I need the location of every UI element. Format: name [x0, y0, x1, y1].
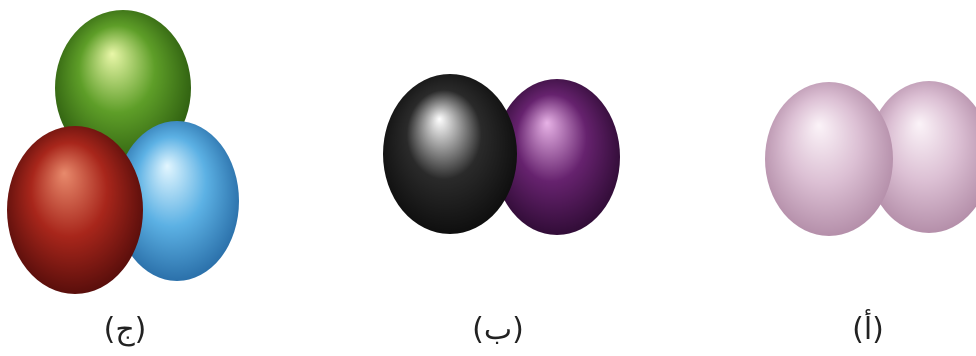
red-sphere [7, 126, 143, 294]
caption-a: (أ) [818, 310, 918, 350]
black-sphere [383, 74, 517, 234]
caption-c: (ج) [75, 310, 175, 350]
sphere-group-b [383, 74, 620, 235]
caption-b: (ب) [448, 310, 548, 350]
pale-pink-sphere-left [765, 82, 893, 236]
sphere-group-c [7, 10, 239, 294]
sphere-group-a [765, 81, 976, 236]
